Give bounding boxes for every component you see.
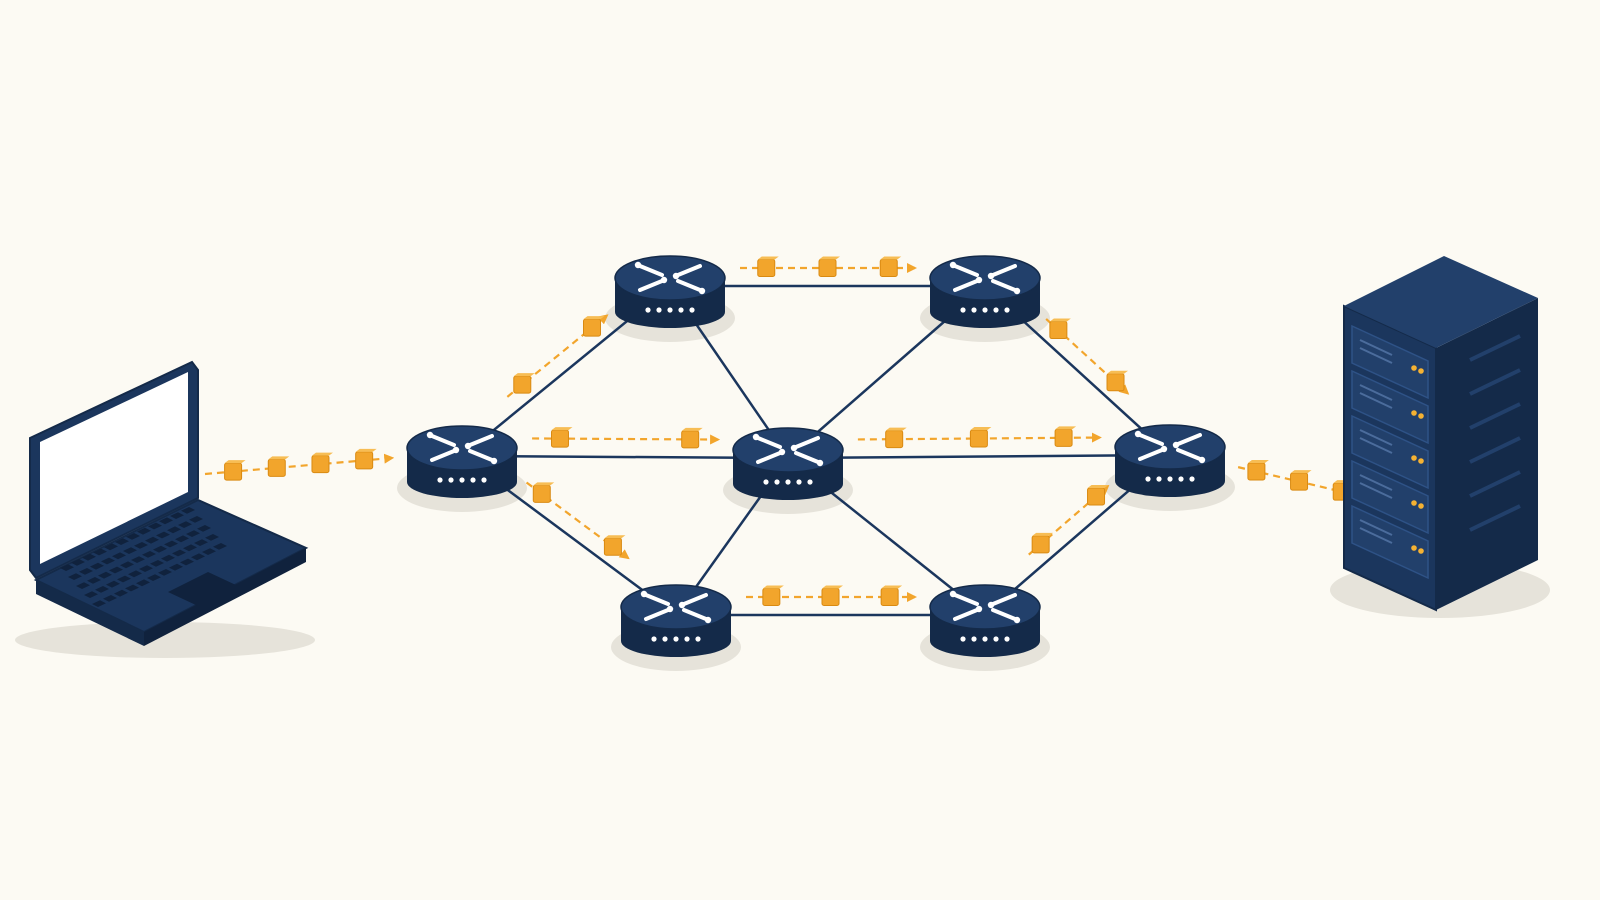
server-led	[1418, 458, 1424, 464]
data-packet	[1087, 484, 1109, 506]
router-leds	[960, 307, 1010, 313]
server-unit	[1351, 369, 1429, 445]
data-packet	[513, 373, 535, 394]
router-arrows-icon	[949, 261, 1021, 295]
router-leds	[645, 307, 695, 313]
router-icon[interactable]	[929, 255, 1041, 328]
server-rack-icon[interactable]	[1343, 256, 1538, 612]
server-led	[1418, 413, 1424, 419]
data-packet	[821, 585, 843, 606]
router-icon[interactable]	[406, 425, 518, 498]
data-packet	[879, 256, 902, 277]
data-packet	[681, 427, 703, 449]
router-icon[interactable]	[614, 255, 726, 328]
server-led	[1411, 545, 1417, 551]
data-packet	[532, 482, 555, 503]
data-packet	[818, 256, 840, 277]
router-leds	[763, 479, 813, 485]
data-packet	[1049, 318, 1071, 340]
server-led	[1418, 503, 1424, 509]
packet-flow	[532, 427, 721, 449]
router-leds	[437, 477, 487, 483]
packet-flow-arrow	[506, 314, 609, 398]
laptop-shadow	[15, 622, 315, 658]
router-arrows-icon	[752, 433, 824, 467]
server-unit	[1351, 504, 1429, 580]
router-arrows-icon	[640, 590, 712, 624]
laptop-screen	[40, 372, 188, 564]
server-unit	[1351, 459, 1429, 535]
server-led	[1411, 410, 1417, 416]
server-unit	[1351, 324, 1429, 400]
data-packet	[1054, 426, 1077, 447]
router-icon[interactable]	[620, 584, 732, 657]
server-led	[1411, 500, 1417, 506]
router-leds	[651, 636, 701, 642]
data-packet	[969, 427, 992, 448]
data-packet	[224, 460, 246, 481]
packet-flow	[525, 481, 630, 560]
data-packet	[311, 452, 333, 474]
data-packet	[1106, 370, 1129, 392]
packet-flows	[204, 256, 1362, 606]
data-packet	[757, 256, 779, 277]
packet-flow	[746, 585, 917, 606]
server-led	[1411, 455, 1417, 461]
packet-flow	[1045, 318, 1130, 395]
laptop-trackpad	[168, 572, 238, 606]
data-packet	[762, 585, 784, 606]
data-packet	[583, 316, 605, 337]
router-icon[interactable]	[929, 584, 1041, 657]
network-devices	[29, 255, 1538, 657]
data-packet	[1247, 459, 1269, 481]
packet-flow-arrow	[525, 481, 630, 560]
packet-flow	[1028, 484, 1110, 556]
laptop-keyboard	[60, 507, 227, 607]
data-packet	[885, 427, 907, 449]
server-led	[1411, 365, 1417, 371]
laptop-icon[interactable]	[29, 360, 309, 646]
router-arrows-icon	[949, 590, 1021, 624]
server-unit	[1351, 414, 1429, 490]
server-led	[1418, 368, 1424, 374]
router-icon[interactable]	[1114, 424, 1226, 497]
data-packet	[355, 448, 377, 470]
router-leds	[1145, 476, 1195, 482]
server-led	[1418, 548, 1424, 554]
router-arrows-icon	[1134, 430, 1206, 464]
router-arrows-icon	[634, 261, 706, 295]
network-link	[787, 453, 1171, 460]
router-arrows-icon	[426, 431, 498, 465]
router-leds	[960, 636, 1010, 642]
data-packet	[550, 427, 573, 448]
data-packet	[267, 456, 290, 477]
router-icon[interactable]	[732, 427, 844, 500]
packet-flow	[1237, 459, 1362, 501]
data-packet	[880, 585, 903, 606]
packet-flow	[506, 314, 609, 398]
data-packet	[1031, 532, 1054, 554]
packet-flow	[204, 448, 395, 481]
data-packet	[1290, 470, 1312, 491]
packet-flow	[857, 426, 1102, 449]
data-packet	[603, 535, 626, 556]
packet-flow	[740, 256, 917, 277]
